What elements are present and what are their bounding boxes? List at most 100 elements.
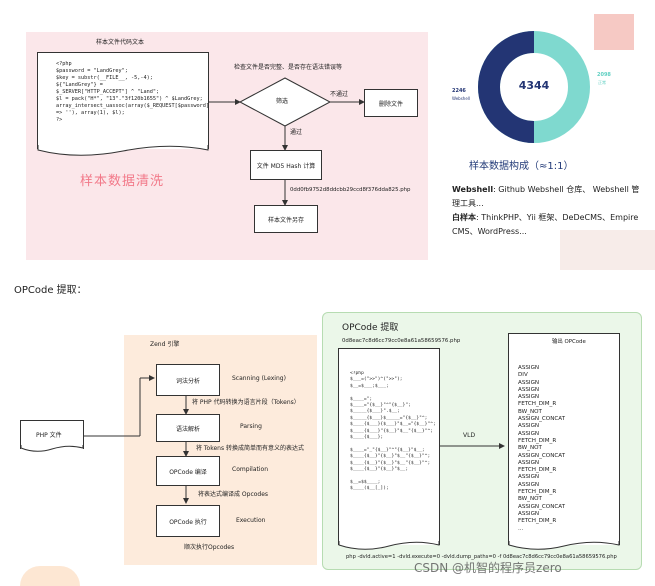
delete-file-box: 删除文件 xyxy=(364,89,418,117)
obf-line: $____="; xyxy=(350,396,373,402)
obf-code-document xyxy=(338,348,440,545)
opcode-list: ASSIGN DIV ASSIGN ASSIGN ASSIGN FETCH_DI… xyxy=(518,365,565,533)
cleaning-panel-title: 样本文件代码文本 xyxy=(96,39,145,46)
opcode-item: ASSIGN xyxy=(518,474,540,481)
code-line: ${"LandGrey"} = xyxy=(56,82,103,88)
vld-command: php -dvld.active=1 -dvld.execute=0 -dvld… xyxy=(346,554,617,560)
donut-right-value: 2098 xyxy=(597,72,611,78)
step-en: Scanning (Lexing) xyxy=(232,375,286,382)
code-line: $password = "LandGrey"; xyxy=(56,68,128,74)
obf-code-wave xyxy=(338,541,440,550)
opcode-item: FETCH_DIM_R xyxy=(518,401,557,408)
php-file-label: PHP 文件 xyxy=(36,432,62,439)
md5-box: 文件 MD5 Hash 计算 xyxy=(250,150,322,180)
obf-line: $____="_"{$__}"^"{$__}"$__; xyxy=(350,447,425,453)
obf-line: $____{$__}"{$__}"$__; xyxy=(350,467,409,473)
step-box-execution: OPCode 执行 xyxy=(156,505,220,537)
opcode-item: ASSIGN_CONCAT xyxy=(518,452,566,459)
between-label: 将 PHP 代码转换为语言片段（Tokens） xyxy=(192,399,300,406)
obf-line: $_____{$___}$_____="{$__}"^; xyxy=(350,415,428,421)
pass-label: 通过 xyxy=(290,129,303,136)
step-box-scanning: 词法分析 xyxy=(156,364,220,396)
step-name: OPCode 编译 xyxy=(169,468,207,476)
code-line: $_SERVER["HTTP_ACCEPT"] ^ "Land"; xyxy=(56,89,160,95)
opcode-item: DIV xyxy=(518,372,528,379)
donut-caption: 样本数据构成（≈1:1） xyxy=(469,161,574,172)
php-file-document xyxy=(20,420,84,449)
step-en: Parsing xyxy=(240,423,262,430)
corner-decoration xyxy=(20,566,80,586)
opcode-item: FETCH_DIM_R xyxy=(518,467,557,474)
code-document-wave xyxy=(37,145,209,156)
between-label: 将 Tokens 转换成简单而有意义的表达式 xyxy=(196,445,305,452)
sample-donut-chart xyxy=(478,31,590,143)
obf-line: $_____{$___}".$__; xyxy=(350,409,400,415)
opcode-item: BW_NOT xyxy=(518,496,542,503)
code-line: array_intersect_uassoc(array($_REQUEST[$… xyxy=(56,103,210,109)
obf-line: $____="{$__}"^"{$__}"; xyxy=(350,403,411,409)
opcode-output-wave xyxy=(508,541,620,550)
opcode-item: BW_NOT xyxy=(518,445,542,452)
webshell-key: Webshell xyxy=(452,185,494,194)
opcode-output-title: 输出 OPCode xyxy=(552,339,586,345)
opcode-item: ASSIGN xyxy=(518,365,540,371)
opcode-item: FETCH_DIM_R xyxy=(518,437,557,444)
opcode-item: ASSIGN xyxy=(518,430,540,437)
not-pass-label: 不通过 xyxy=(330,91,349,98)
opcode-item: FETCH_DIM_R xyxy=(518,489,557,496)
opcode-item: ASSIGN xyxy=(518,510,540,517)
obf-line: $__=$___;$___; xyxy=(350,383,389,389)
delete-label: 删除文件 xyxy=(378,100,403,108)
filter-label: 筛选 xyxy=(276,98,289,105)
opcode-item: BW_NOT xyxy=(518,408,542,415)
opcode-item: ASSIGN_CONCAT xyxy=(518,503,566,510)
step-name: OPCode 执行 xyxy=(169,518,207,526)
opcode-item: ASSIGN xyxy=(518,386,540,393)
white-sample-text: : ThinkPHP、Yii 框架、DeDeCMS、Empire CMS、Wor… xyxy=(452,213,639,236)
section-title: 样本数据清洗 xyxy=(80,174,165,189)
vld-label: VLD xyxy=(463,432,476,439)
md5-label: 文件 MD5 Hash 计算 xyxy=(256,162,316,170)
obf-line: $___=(">>")^(">>"); xyxy=(350,377,403,383)
csdn-watermark: CSDN @机智的程序员zero xyxy=(414,561,562,575)
obf-line: $____{$___}{$___}"$__="{$__}"^; xyxy=(350,422,436,428)
code-text: <?php $password = "LandGrey"; $key = sub… xyxy=(56,61,210,124)
obf-line: $____{$___}"{$__}"$__"{$__}"^; xyxy=(350,428,433,434)
corner-decoration xyxy=(560,230,655,270)
opcode-output-document xyxy=(508,333,620,545)
between-label: 将表达式编译成 Opcodes xyxy=(198,491,269,498)
code-line: <?php xyxy=(56,61,72,67)
sample-description: Webshell: Github Webshell 仓库、 Webshell 管… xyxy=(452,183,642,239)
opcode-heading: OPCode 提取： xyxy=(14,285,87,296)
donut-left-value: 2246 xyxy=(452,88,466,94)
corner-decoration xyxy=(594,14,634,50)
code-line: $key = substr(__FILE__, -5,-4); xyxy=(56,75,153,81)
obf-line: $__=$$____; xyxy=(350,479,381,485)
step-box-compilation: OPCode 编译 xyxy=(156,456,220,486)
code-line: => ''), array(1), $l); xyxy=(56,110,125,116)
donut-right-label: 正常 xyxy=(598,80,606,85)
zend-title: Zend 引擎 xyxy=(150,341,180,348)
vld-arrow xyxy=(440,443,505,449)
step-name: 语法解析 xyxy=(175,425,200,433)
step-en: Execution xyxy=(236,517,266,524)
obf-code-text: <?php $___=(">>")^(">>"); $__=$___;$___;… xyxy=(350,371,438,493)
code-line: ?> xyxy=(56,117,63,123)
code-document xyxy=(37,52,209,149)
php-file-wave xyxy=(20,445,84,452)
white-sample-key: 白样本 xyxy=(452,213,476,222)
opcode-item: ... xyxy=(518,525,524,532)
save-file-box: 样本文件另存 xyxy=(254,205,318,233)
step-box-parsing: 语法解析 xyxy=(156,414,220,442)
donut-left-label: Webshell xyxy=(452,96,471,101)
step-en: Compilation xyxy=(232,466,269,473)
zend-flow-arrows xyxy=(84,375,189,504)
opcode-panel-title: OPCode 提取 xyxy=(342,323,399,333)
save-label: 样本文件另存 xyxy=(267,216,304,224)
opcode-item: ASSIGN xyxy=(518,459,540,466)
opcode-item: ASSIGN xyxy=(518,379,540,386)
step-name: 词法分析 xyxy=(175,377,200,385)
obf-line: $____{$___}; xyxy=(350,435,384,441)
opcode-file-name: 0d8eac7c8d6cc79cc0e8a61a58659576.php xyxy=(342,338,461,344)
opcode-item: ASSIGN xyxy=(518,423,540,430)
